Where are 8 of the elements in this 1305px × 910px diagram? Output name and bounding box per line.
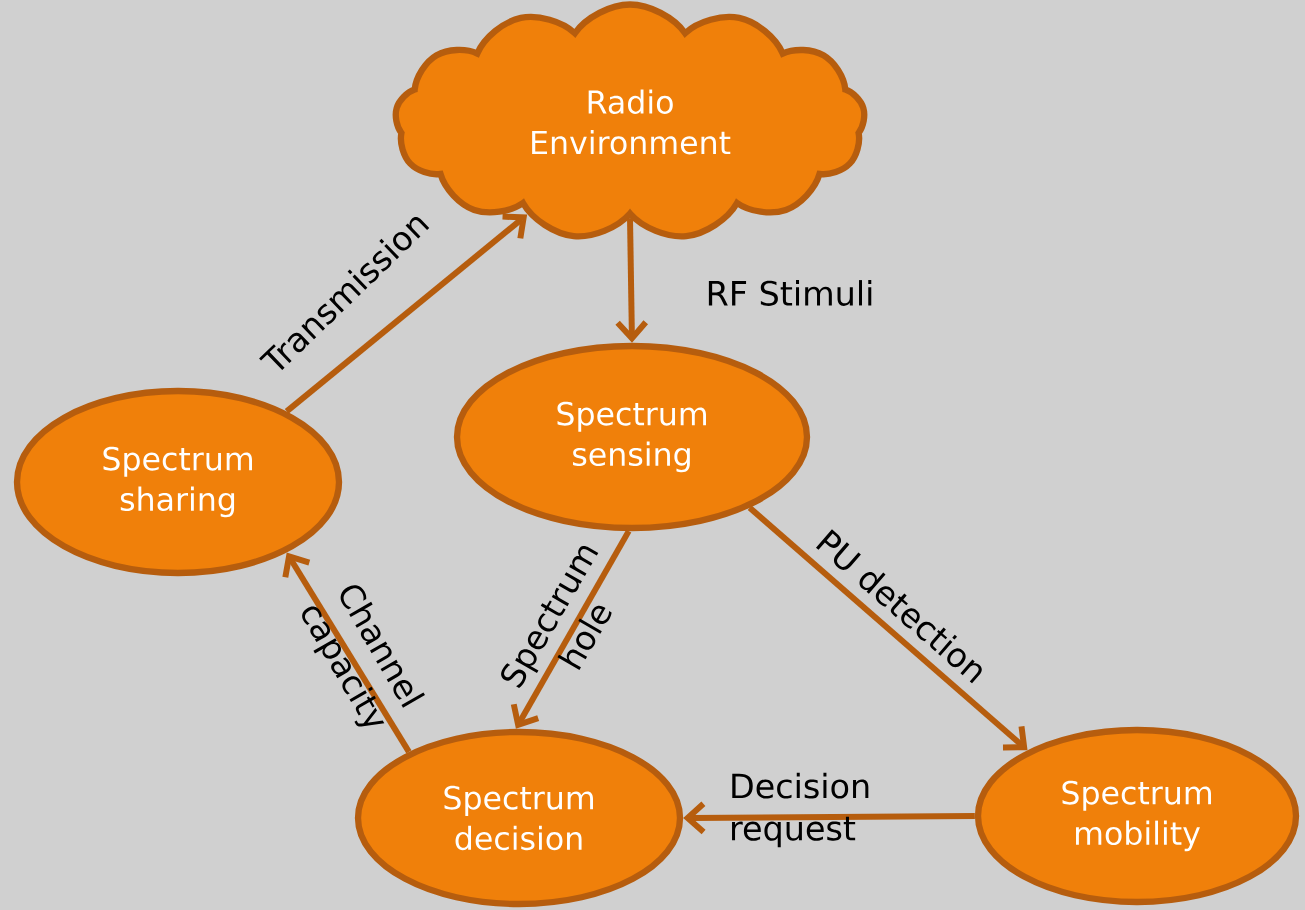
edge-label: RF Stimuli: [708, 280, 872, 306]
arrow: [510, 529, 632, 729]
arrow: [615, 218, 648, 343]
edge-label: Decision request: [732, 772, 869, 848]
arrow: [284, 213, 528, 414]
arrow: [282, 552, 412, 754]
arrow: [683, 801, 975, 835]
arrow: [747, 505, 1028, 751]
